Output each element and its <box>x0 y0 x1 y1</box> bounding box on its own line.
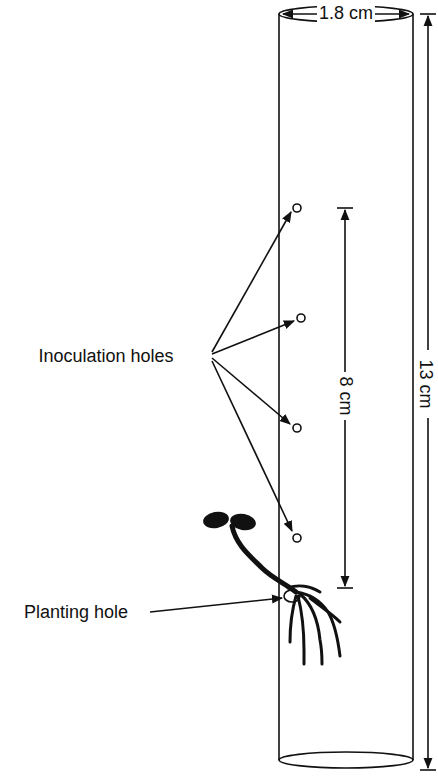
width-dimension: 1.8 cm <box>317 4 375 24</box>
dimension-arrow <box>283 13 318 15</box>
dimension-tick <box>337 587 353 589</box>
leader-line <box>212 212 291 352</box>
dimension-tick <box>337 207 353 209</box>
inoculation-hole <box>293 204 301 212</box>
tube-wall <box>278 14 280 760</box>
dimension-arrow <box>427 16 429 350</box>
height-dimension: 13 cm <box>415 357 435 410</box>
hole-span-dimension: 8 cm <box>335 374 355 417</box>
dimension-arrow <box>374 13 409 15</box>
leader-line <box>212 361 292 531</box>
dimension-tick <box>420 769 436 771</box>
dimension-tick <box>420 13 436 15</box>
callout-label: Planting hole <box>22 603 130 623</box>
leader-line <box>150 598 282 612</box>
dimension-arrow <box>344 210 346 372</box>
inoculation-hole <box>293 534 301 542</box>
tube-bottom <box>279 752 413 768</box>
tube-wall <box>412 14 414 760</box>
dimension-arrow <box>427 418 429 768</box>
dimension-arrow <box>344 420 346 586</box>
seedling <box>202 510 340 664</box>
leader-line <box>212 358 290 424</box>
inoculation-hole <box>297 314 305 322</box>
callout-label: Inoculation holes <box>36 347 175 367</box>
leader-line <box>212 321 294 354</box>
inoculation-hole <box>293 424 301 432</box>
